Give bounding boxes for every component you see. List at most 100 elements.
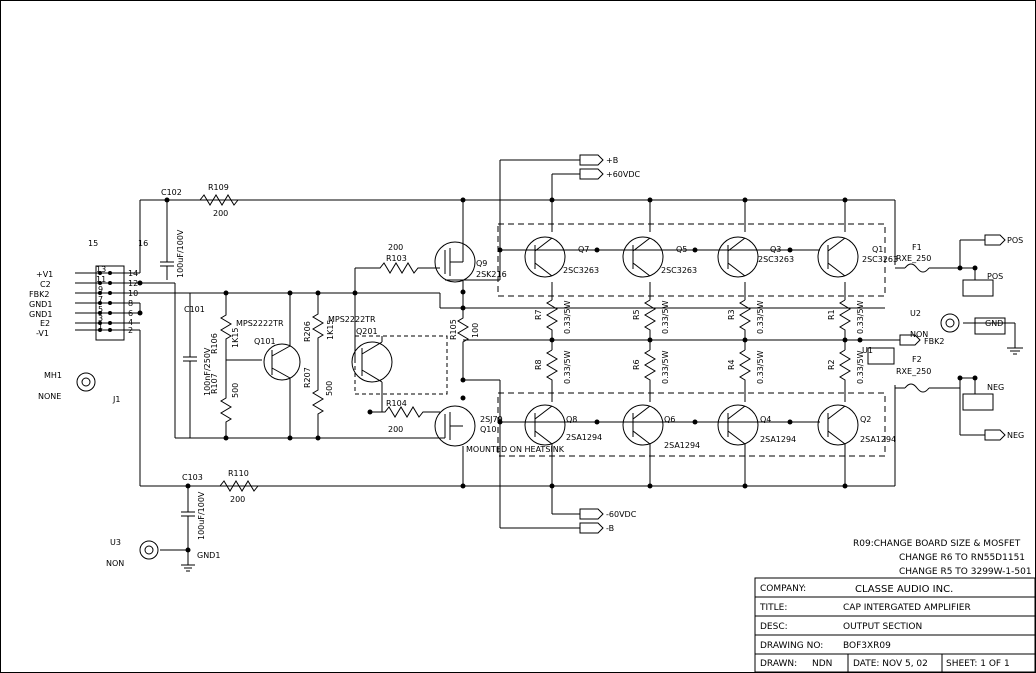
j1-inner-number: 3 — [98, 314, 103, 323]
cap-value: 100uF/100V — [176, 229, 185, 278]
transistor-ref: Q7 — [578, 245, 589, 254]
j1-pin-label: E2 — [40, 319, 50, 328]
resistor-ref: R3 — [727, 309, 736, 320]
title-block-date: DATE: NOV 5, 02 — [853, 659, 928, 669]
u2-ref: U2 — [910, 309, 921, 318]
j1-inner-number: 5 — [98, 305, 103, 314]
resistor-ref: R105 — [449, 319, 458, 340]
transistor-part: 2SC3263 — [563, 266, 599, 275]
j1-pin-label: GND1 — [29, 300, 52, 309]
j1-pin-label: C2 — [40, 280, 51, 289]
j1-pin-number: 10 — [128, 289, 138, 298]
title-block-title-label: TITLE: — [759, 603, 787, 613]
transistor-part: 2SC3263 — [862, 255, 898, 264]
resistor-ref: R106 — [210, 333, 219, 354]
fuse-ref: F2 — [912, 355, 922, 364]
j1-pin-label: FBK2 — [29, 290, 49, 299]
u1-net: FBK2 — [924, 337, 944, 346]
resistor-ref: R207 — [303, 367, 312, 388]
resistor-ref: R4 — [727, 359, 736, 370]
u2-label: NON — [910, 330, 928, 339]
cap-value: 100nF/250V — [203, 347, 212, 396]
j1-inner-number: 7 — [98, 295, 103, 304]
cap-ref: C101 — [184, 305, 205, 314]
u3-hole — [139, 540, 159, 560]
junction-dots — [98, 197, 978, 553]
mh1-ref: MH1 — [44, 371, 62, 380]
npn-transistors — [524, 236, 859, 278]
cap-ref: C102 — [161, 188, 182, 197]
u3-ref: U3 — [110, 538, 121, 547]
j1-pin-label: -V1 — [36, 329, 49, 338]
u3-label: NON — [106, 559, 124, 568]
transistor-ref: Q9 — [476, 259, 487, 268]
transistor-part: 2SA1294 — [860, 435, 896, 444]
resistor-value: 1K15 — [231, 327, 240, 348]
resistor-value: 0.33/5W — [856, 300, 865, 334]
title-block-desc-label: DESC: — [760, 622, 788, 632]
revision-note: CHANGE R5 TO 3299W-1-501 — [899, 567, 1032, 577]
resistor-value: 200 — [388, 243, 403, 252]
transistor-part: 2SA1294 — [760, 435, 796, 444]
transistor-part: 2SC3263 — [661, 266, 697, 275]
resistor-value: 200 — [213, 209, 228, 218]
resistor-ref: R107 — [210, 373, 219, 394]
title-block-drawing-no: BOF3XR09 — [843, 641, 891, 651]
fuse-value: RXE_250 — [896, 367, 931, 376]
u2-net: GND — [985, 319, 1003, 328]
title-block-desc: OUTPUT SECTION — [843, 622, 922, 632]
transistor-ref: Q101 — [254, 337, 276, 346]
pnp-transistors — [524, 404, 859, 446]
transistor-part: 2SA1294 — [566, 433, 602, 442]
resistor-ref: R104 — [386, 399, 407, 408]
fuse-value: RXE_250 — [896, 254, 931, 263]
resistor-value: 0.33/5W — [661, 350, 670, 384]
transistor-ref: Q3 — [770, 245, 781, 254]
cap-ref: C103 — [182, 473, 203, 482]
transistor-part: 2SC3263 — [758, 255, 794, 264]
net-plus-b: +B — [606, 156, 618, 165]
title-block-drawing-label: DRAWING NO: — [760, 641, 823, 651]
resistor-ref: R1 — [827, 309, 836, 320]
transistor-part: 2SJ79 — [480, 415, 503, 424]
q101-body — [263, 343, 301, 381]
j1-pin-number: 12 — [128, 279, 138, 288]
resistor-value: 500 — [231, 383, 240, 398]
j1-extra-pin: 15 — [88, 239, 98, 248]
resistor-ref: R206 — [303, 321, 312, 342]
resistor-ref: R7 — [534, 309, 543, 320]
j1-pin-label: +V1 — [36, 270, 53, 279]
resistor-value: 200 — [230, 495, 245, 504]
j1-inner-number: 9 — [98, 285, 103, 294]
resistor-value: 0.33/5W — [856, 350, 865, 384]
heatsink-note: MOUNTED ON HEATSINK — [466, 445, 565, 454]
j1-inner-number: 13 — [96, 265, 106, 274]
transistor-ref: Q2 — [860, 415, 871, 424]
resistor-ref: R6 — [632, 359, 641, 370]
j1-pin-label: GND1 — [29, 310, 52, 319]
j1-pin-number: 14 — [128, 269, 138, 278]
resistor-value: 0.33/5W — [756, 350, 765, 384]
j1-inner-number: 1 — [98, 322, 103, 331]
title-block-drawn-label: DRAWN: — [760, 659, 797, 669]
transistor-ref: Q6 — [664, 415, 675, 424]
title-block-title: CAP INTERGATED AMPLIFIER — [843, 603, 971, 613]
resistor-value: 500 — [325, 381, 334, 396]
j1-inner-number: 11 — [96, 275, 106, 284]
resistor-value: 0.33/5W — [661, 300, 670, 334]
j1-ref: J1 — [112, 395, 120, 404]
j1-pin-number: 8 — [128, 299, 133, 308]
transistor-part: MPS2222TR — [328, 315, 376, 324]
title-block-frame — [754, 577, 1036, 673]
mh1-hole — [76, 372, 96, 392]
transistor-ref: Q10 — [480, 425, 496, 434]
resistor-ref: R8 — [534, 359, 543, 370]
mh1-label: NONE — [38, 392, 61, 401]
transistor-ref: Q1 — [872, 245, 883, 254]
resistor-value: 0.33/5W — [563, 300, 572, 334]
resistor-value: 1K15 — [326, 319, 335, 340]
text-layer: +V1 C2 FBK2 GND1 GND1 E2 -V1 14 12 10 8 … — [29, 156, 1032, 669]
output-columns — [546, 200, 851, 486]
